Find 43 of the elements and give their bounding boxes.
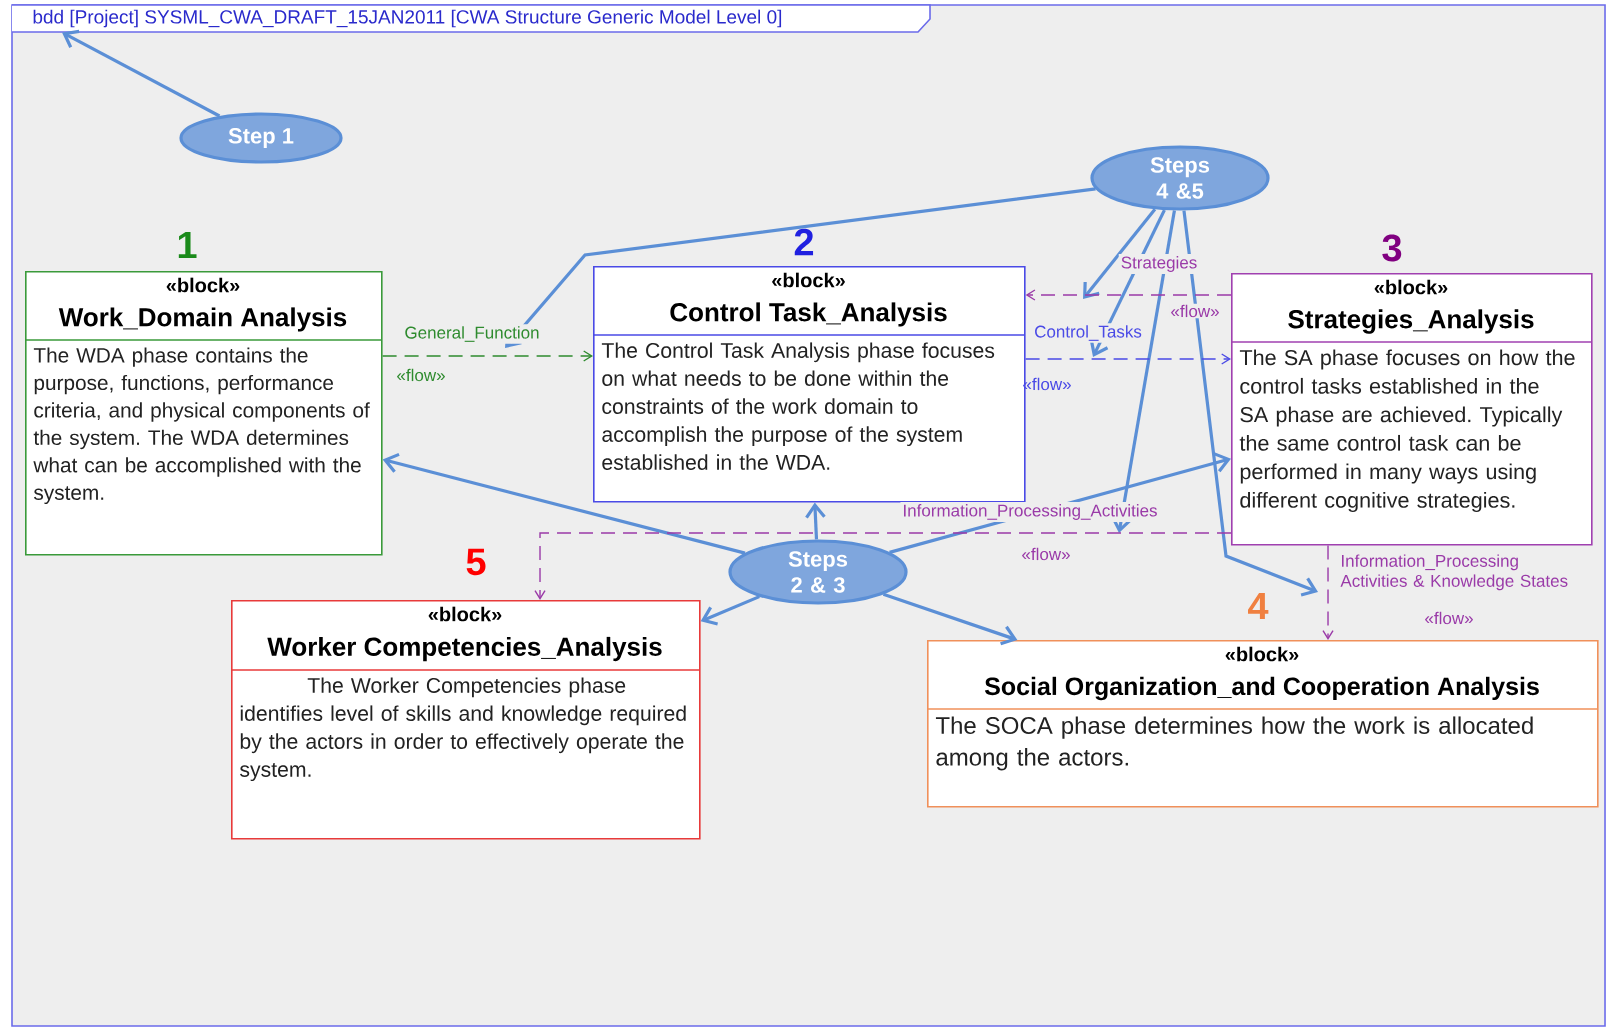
stereotype-label: «block» xyxy=(1225,646,1299,662)
block-description: The SOCA phase determines how the work is allocated among the actors. xyxy=(935,716,1533,771)
stereotype-label: «block» xyxy=(428,606,502,622)
diagram-header-tab: bdd [Project] SYSML_CWA_DRAFT_15JAN2011 [CWA Structure Generic Model Level 0] xyxy=(11,4,931,33)
block-description: The Control Task Analysis phase focuses on what needs to be done within the constraints of the work domain to accomplish the purpose of the system established in the WDA. xyxy=(601,342,995,470)
arrow xyxy=(805,502,826,540)
arrow xyxy=(381,350,593,362)
arrow xyxy=(382,452,746,555)
arrow xyxy=(505,187,1096,348)
block-description: The SA phase focuses on how the control tasks established in the SA phase are achieved. Typically the same control task can be performed in many ways using different cognitive strategies. xyxy=(1239,349,1575,513)
arrow xyxy=(1025,289,1232,301)
arrow xyxy=(1182,210,1318,597)
arrow xyxy=(62,29,221,118)
block-title: Control Task_Analysis xyxy=(670,302,947,327)
edge-label: Control_Tasks xyxy=(1032,323,1144,343)
block-number: 3 xyxy=(1382,234,1402,262)
block-title: Worker Competencies_Analysis xyxy=(267,636,662,662)
stereotype-label: «flow» xyxy=(1425,611,1473,625)
stereotype-label: «block» xyxy=(1374,279,1448,295)
edge-label: General_Function xyxy=(402,324,542,344)
arrow xyxy=(534,532,1232,600)
block-number: 1 xyxy=(178,231,197,259)
stereotype-label: «flow» xyxy=(1022,547,1070,561)
block-title: Work_Domain Analysis xyxy=(58,307,347,332)
arrow xyxy=(1024,353,1231,365)
arrow xyxy=(1111,210,1176,533)
stereotype-label: «block» xyxy=(166,277,240,293)
block-title: Social Organization_and Cooperation Analysis xyxy=(984,676,1539,701)
stereotype-label: «flow» xyxy=(397,368,445,382)
block-description: The WDA phase contains the purpose, functions, performance criteria, and physical components of the system. The WDA determines what can be accomplished with the system. xyxy=(33,347,370,505)
block-number: 5 xyxy=(466,548,486,576)
arrow xyxy=(700,595,760,626)
stereotype-label: «block» xyxy=(772,272,845,288)
block-description: The Worker Competencies phase identifies level of skills and knowledge required by the actors in order to effectively operate the system. xyxy=(240,677,686,782)
block-title: Strategies_Analysis xyxy=(1288,309,1534,334)
edge-label: Information_Processing_Activities xyxy=(900,502,1160,522)
edge-label: Strategies xyxy=(1118,254,1200,274)
arrow xyxy=(1083,208,1157,299)
edge-label: Information_Processing Activities & Knowledge States xyxy=(1338,552,1583,593)
arrow xyxy=(882,592,1018,646)
arrow xyxy=(1322,544,1334,640)
block-number: 2 xyxy=(794,228,814,256)
block-number: 4 xyxy=(1248,592,1269,620)
